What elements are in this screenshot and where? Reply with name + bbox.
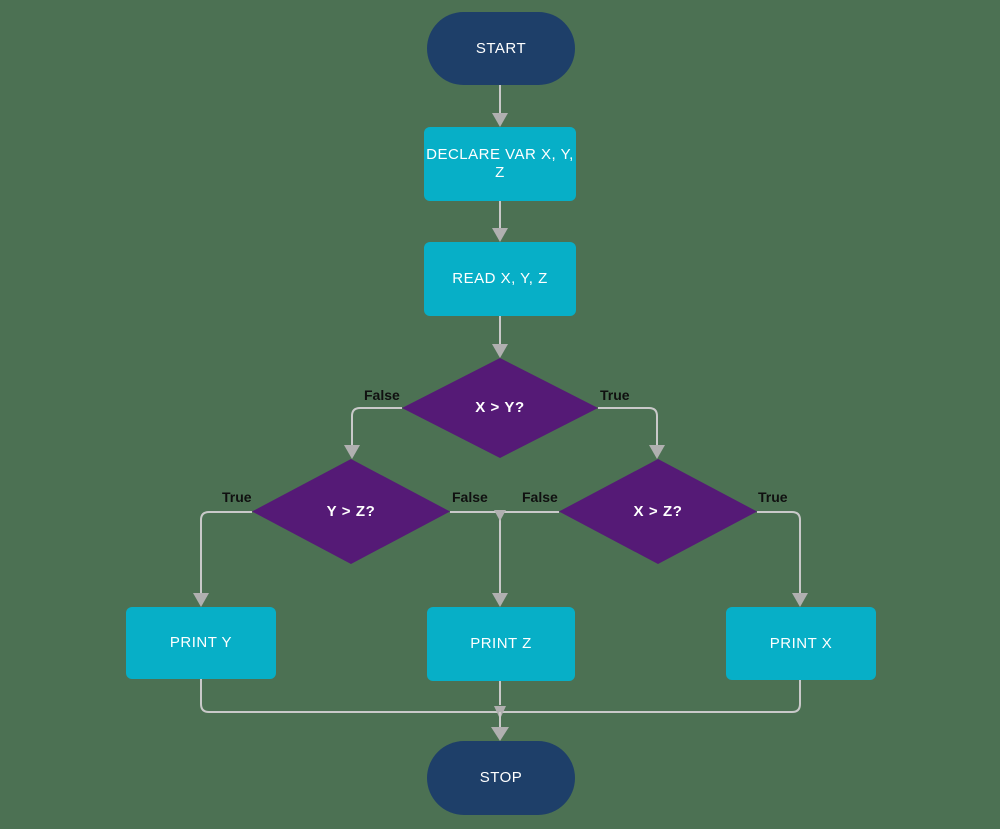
edge-condxz-true — [757, 511, 801, 593]
node-printx-label: PRINT X — [769, 634, 833, 652]
edge-condxy-true — [598, 407, 658, 445]
edge-label-yz-false: False — [452, 489, 488, 505]
arrowhead-condxy-icon — [492, 344, 508, 358]
node-read: READ X, Y, Z — [424, 242, 576, 316]
arrowhead-printy-icon — [193, 593, 209, 607]
edge-label-yz-true: True — [222, 489, 252, 505]
node-condyz-label: Y > Z? — [326, 502, 376, 520]
node-stop: STOP — [427, 741, 575, 815]
edge-label-xz-false: False — [522, 489, 558, 505]
node-printz-label: PRINT Z — [470, 635, 532, 652]
node-declare-label: DECLARE VAR X, Y, Z — [426, 146, 574, 181]
node-condxy-label: X > Y? — [475, 399, 525, 416]
node-read-label: READ X, Y, Z — [452, 270, 548, 287]
arrowhead-printx-icon — [792, 593, 808, 607]
edge-label-xy-false: False — [364, 387, 400, 403]
arrowhead-declare-icon — [492, 113, 508, 127]
node-condxz-label: X > Z? — [633, 502, 683, 520]
arrowhead-printz-icon — [492, 593, 508, 607]
node-printy-label: PRINT Y — [169, 634, 233, 651]
arrowhead-false-junction-icon — [494, 510, 506, 521]
node-stop-label: STOP — [479, 769, 523, 786]
node-start: START — [427, 12, 575, 85]
arrowhead-stop-icon — [491, 727, 509, 741]
arrowhead-condxz-icon — [649, 445, 665, 459]
edge-condxy-false — [351, 407, 402, 445]
edge-condyz-true — [200, 511, 252, 593]
arrowhead-condyz-icon — [344, 445, 360, 459]
arrowhead-read-icon — [492, 228, 508, 242]
node-print-x: PRINT X — [726, 607, 876, 680]
node-declare-vars: DECLARE VAR X, Y, Z — [424, 127, 576, 201]
node-print-y: PRINT Y — [126, 607, 276, 679]
edge-label-xy-true: True — [600, 387, 630, 403]
node-start-label: START — [475, 39, 527, 57]
edge-label-xz-true: True — [758, 489, 788, 505]
node-print-z: PRINT Z — [427, 607, 575, 681]
